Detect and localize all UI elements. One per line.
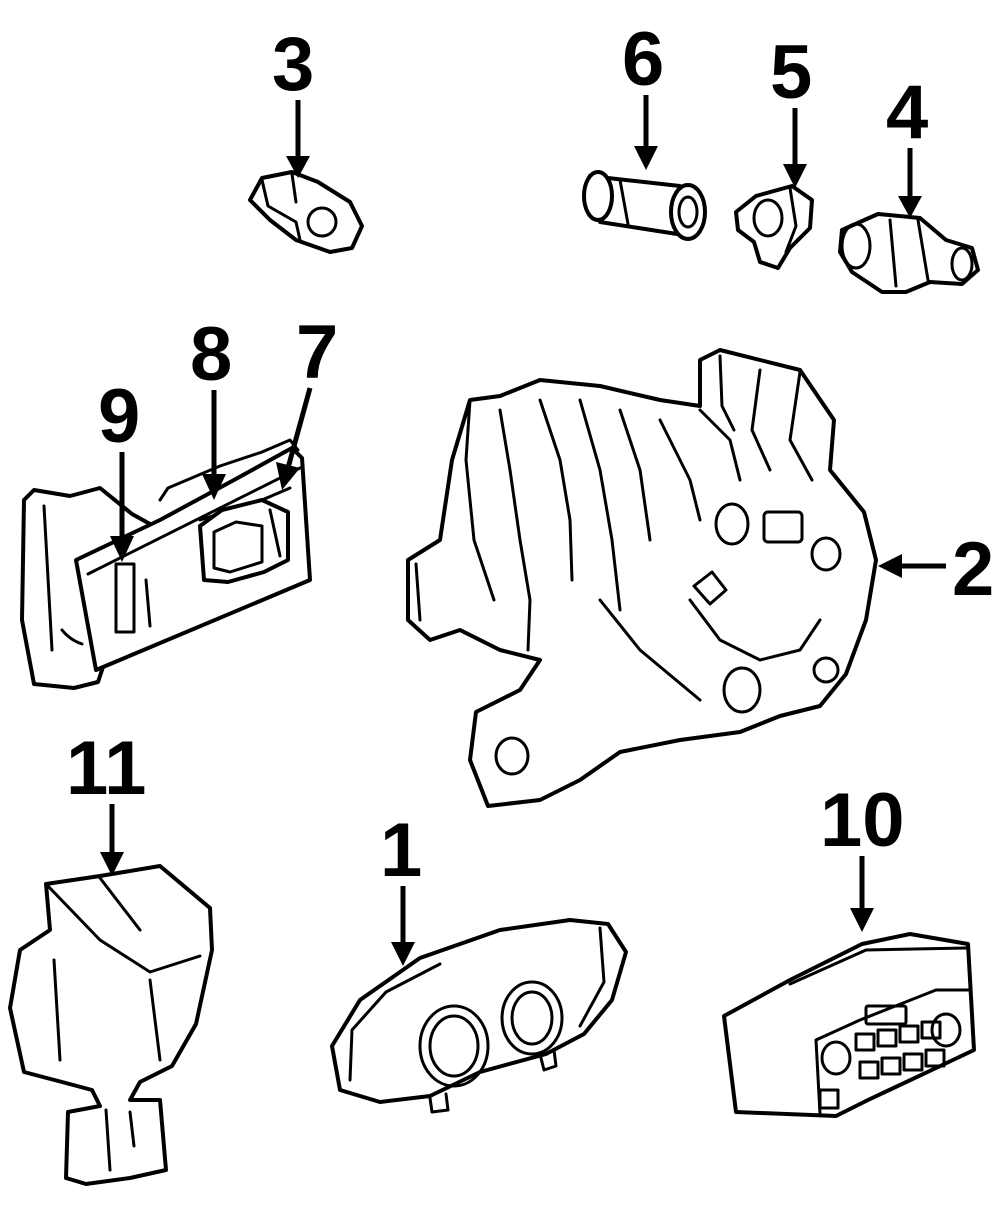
callout-1: 1 bbox=[380, 808, 422, 893]
leader-11 bbox=[100, 804, 124, 876]
leader-2 bbox=[878, 554, 946, 578]
leader-7 bbox=[276, 387, 313, 490]
part-5-sensor bbox=[734, 184, 814, 270]
callout-10: 10 bbox=[820, 778, 905, 863]
leader-9 bbox=[110, 452, 134, 562]
part-2-housing bbox=[406, 348, 878, 808]
callout-6: 6 bbox=[622, 17, 664, 102]
callout-3: 3 bbox=[272, 22, 314, 107]
callout-8: 8 bbox=[190, 312, 232, 397]
leader-4 bbox=[898, 148, 922, 218]
part-10-control bbox=[722, 932, 976, 1118]
callout-7: 7 bbox=[296, 310, 338, 395]
part-6-cylinder bbox=[582, 170, 707, 241]
callout-5: 5 bbox=[770, 30, 812, 115]
leader-10 bbox=[850, 856, 874, 932]
leader-3 bbox=[286, 100, 310, 178]
part-8-connector bbox=[114, 498, 290, 634]
part-11-trim bbox=[8, 864, 214, 1186]
callout-4: 4 bbox=[886, 70, 928, 155]
part-4-sensor bbox=[838, 212, 980, 294]
leader-1 bbox=[391, 886, 415, 966]
leader-8 bbox=[202, 390, 226, 500]
leader-5 bbox=[783, 108, 807, 188]
leader-6 bbox=[634, 95, 658, 170]
callout-2: 2 bbox=[952, 527, 994, 612]
part-3-clip bbox=[248, 170, 364, 254]
callout-9: 9 bbox=[98, 374, 140, 459]
callout-11: 11 bbox=[66, 726, 146, 811]
part-1-cluster bbox=[330, 918, 628, 1114]
